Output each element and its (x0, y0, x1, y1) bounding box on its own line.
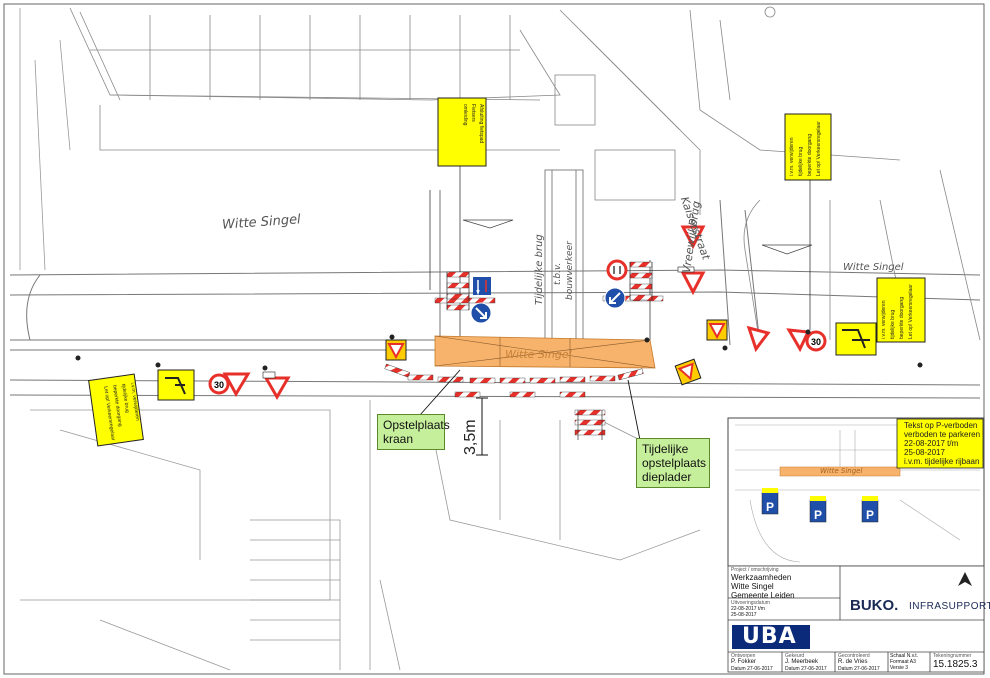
tb-version-label: Versie (890, 665, 904, 671)
tb-format-label: Formaat (890, 659, 909, 665)
tb-project-line1: Werkzaamheden (731, 573, 792, 582)
inset-note-line1: Tekst op P-verboden (904, 421, 978, 430)
detour-sign-right (835, 322, 877, 356)
inset-note-line4: 25-08-2017 (904, 448, 945, 457)
tb-checked-date: Datum 27-06-2017 (785, 666, 827, 672)
tb-approved-by: R. de Vries (838, 659, 868, 665)
svg-text:P: P (866, 508, 874, 522)
ys-tr-line4: Let op! Verkeersregelaar (816, 121, 822, 176)
tb-approved-label: Gecontroleerd (838, 653, 870, 659)
tb-approved-date-label: Datum (838, 666, 853, 672)
yellow-sign-top-right: i.v.m. verwijderen tijdelijke brug beper… (788, 114, 824, 176)
tb-project-label: Project / omschrijving (731, 567, 779, 573)
dimension-label: 3,5m (462, 419, 479, 455)
tb-drawn-date-value: 27-06-2017 (747, 666, 773, 672)
ys-r-line3: beperkte doorgang (899, 297, 905, 339)
tb-drawn-date-label: Datum (731, 666, 746, 672)
label-temp-bridge-sub: t.b.v. (553, 262, 563, 285)
brand-logo: BUKO. (850, 597, 899, 614)
tb-project-line2: Witte Singel (731, 582, 774, 591)
yellow-sign-right: i.v.m. verwijderen tijdelijke brug beper… (880, 279, 916, 339)
tb-checked-date-label: Datum (785, 666, 800, 672)
tb-approved-date-value: 27-06-2017 (854, 666, 880, 672)
speed-text-1: 30 (811, 337, 821, 347)
ys-r-line4: Let op! Verkeersregelaar (908, 284, 914, 339)
tb-meta: Schaal N.v.t. Formaat A3 Versie 3 (890, 653, 918, 671)
tb-version: 3 (905, 665, 909, 671)
tb-period-label: Uitvoeringsdatum (731, 600, 770, 606)
sign-yield-1 (680, 225, 706, 250)
tb-scale-label: Schaal (890, 653, 906, 659)
ys-r-line2: tijdelijke brug (890, 309, 896, 339)
tb-period-line2: 25-08-2017 (731, 612, 757, 618)
tb-period-line1: 22-08-2017 t/m (731, 606, 765, 612)
tb-checked-by: J. Meerbeek (785, 659, 819, 665)
parking-sign-3: P (861, 496, 879, 523)
parking-sign-2: P (809, 496, 827, 523)
ys-r-line1: i.v.m. verwijderen (881, 300, 887, 339)
speed-text-2: 30 (214, 380, 224, 390)
works-sign-1 (385, 339, 407, 361)
north-arrow-icon (958, 572, 972, 586)
inset-frame: P P P (727, 417, 985, 567)
tb-scale: N.v.t. (906, 653, 918, 659)
speed-sign-right: 30 (805, 330, 827, 352)
sign-keep-right (470, 302, 492, 324)
ys-tr-line1: i.v.m. verwijderen (789, 137, 795, 176)
sign-yield-5 (222, 372, 251, 398)
callout-crane: Opstelplaats kraan (377, 414, 450, 450)
street-label-witte-singel-right: Witte Singel (843, 262, 904, 273)
tb-drawn-label: Ontworpen (731, 653, 756, 659)
title-block-frame (727, 565, 985, 673)
works-sign-2 (706, 319, 728, 341)
sign-yield-6 (263, 376, 291, 400)
label-temp-bridge: Tijdelijke brug (534, 234, 545, 305)
detour-sign-left (157, 369, 195, 401)
inset-note-line5: i.v.m. tijdelijke rijbaan (904, 457, 980, 466)
sign-keep-left (604, 287, 626, 309)
tb-project-line3: Gemeente Leiden (731, 591, 795, 600)
callout-loader: Tijdelijke opstelplaats dieplader (636, 438, 710, 488)
tb-checked-date-value: 27-06-2017 (801, 666, 827, 672)
works-sign-3 (674, 358, 702, 386)
tb-checked-label: Gekeurd (785, 653, 805, 659)
sign-no-priority (606, 259, 628, 281)
inset-note-line2: verboden te parkeren (904, 430, 981, 439)
inset-note: Tekst op P-verboden verboden te parkeren… (904, 421, 980, 466)
ys-tc-line1: Afsluiting fietspad (478, 104, 484, 144)
tb-period: 22-08-2017 t/m 25-08-2017 (731, 606, 765, 618)
svg-text:P: P (814, 508, 822, 522)
label-temp-bridge-sub2: bouwverkeer (565, 241, 575, 300)
inset-note-line3: 22-08-2017 t/m (904, 439, 959, 448)
tb-drawn-by: P. Fokker (731, 659, 756, 665)
ys-tr-line2: tijdelijke brug (798, 146, 804, 176)
inset-road-label: Witte Singel (820, 467, 863, 475)
sign-yield-3 (746, 325, 771, 353)
sign-yield-4 (786, 328, 811, 353)
sign-yield-2 (680, 271, 706, 296)
tb-approved-date: Datum 27-06-2017 (838, 666, 880, 672)
tb-drawn-date: Datum 27-06-2017 (731, 666, 773, 672)
tb-project: Werkzaamheden Witte Singel Gemeente Leid… (731, 573, 795, 600)
ys-tc-line2: Fietsers (470, 104, 476, 122)
street-label-witte-singel-road: Witte Singel (505, 348, 572, 361)
brand-sub: INFRASUPPORT (909, 601, 990, 612)
svg-text:P: P (766, 500, 774, 514)
tb-number: 15.1825.3 (933, 659, 978, 670)
uba-logo-icon (732, 625, 810, 649)
ys-tr-line3: beperkte doorgang (807, 134, 813, 176)
parking-sign-1: P (761, 488, 779, 515)
sign-priority-oncoming (473, 277, 491, 296)
speed-sign-left: 30 (208, 373, 230, 395)
tb-format: A3 (909, 659, 916, 665)
tb-number-label: Tekeningnummer (933, 653, 972, 659)
yellow-sign-top-center: Afsluiting fietspad Fietsers omleiding (461, 104, 485, 166)
client-logo: UBA (742, 624, 797, 649)
ys-tc-line3: omleiding (462, 104, 468, 126)
